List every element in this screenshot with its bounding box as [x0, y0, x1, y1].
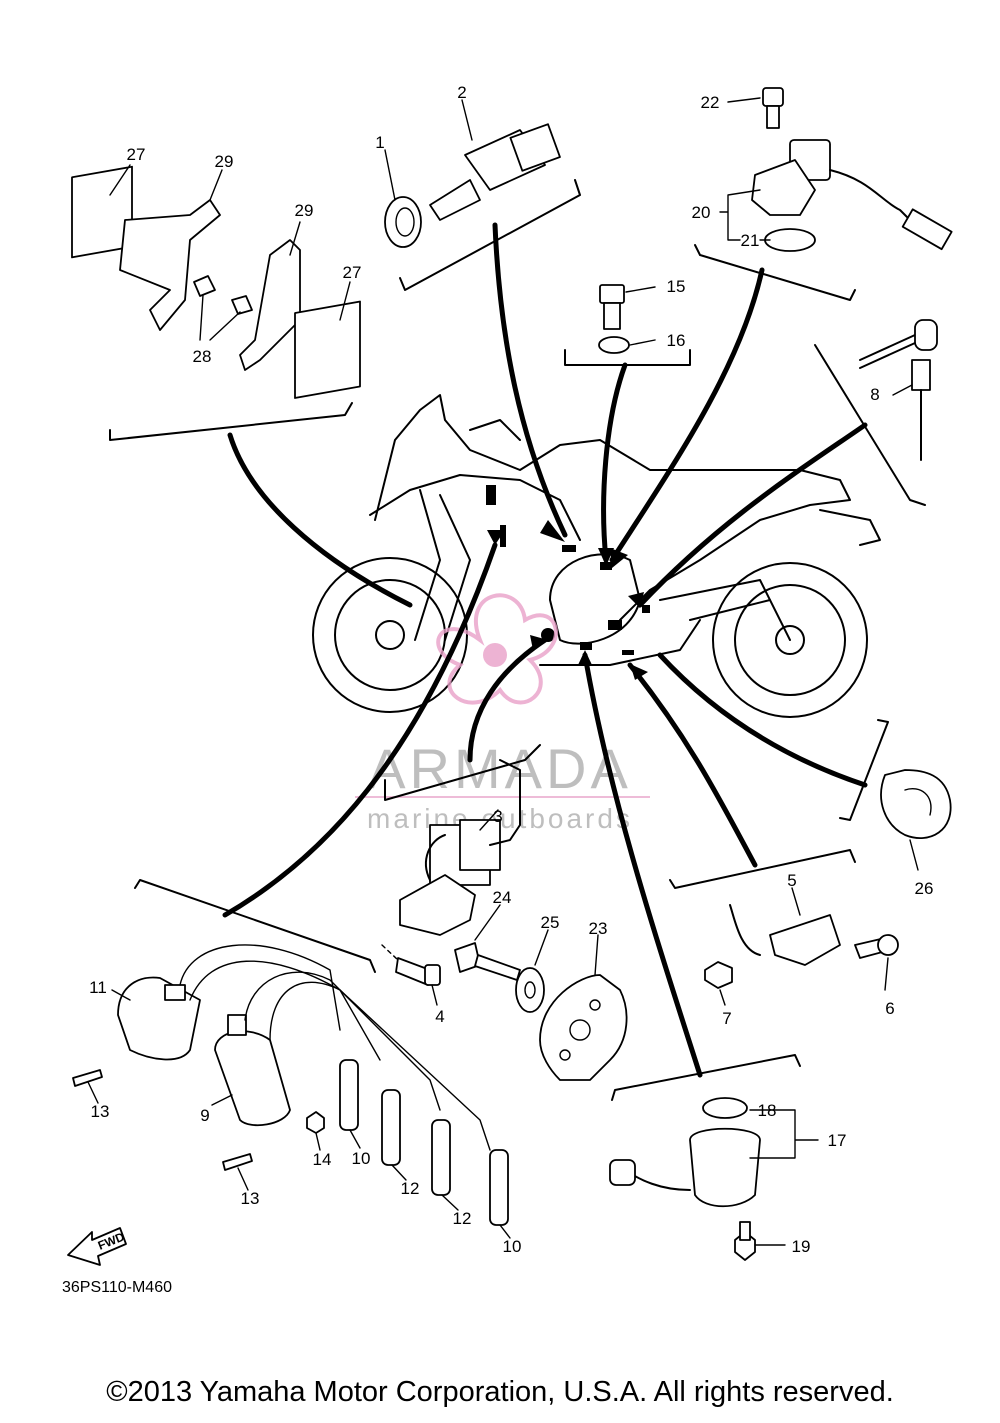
callout-18: 18 [758, 1101, 777, 1120]
callout-13b: 13 [241, 1189, 260, 1208]
group-panels [109, 179, 926, 1101]
callout-17: 17 [828, 1131, 847, 1150]
callout-2: 2 [457, 83, 466, 102]
watermark-logo: ARMADA marine outboards [355, 593, 650, 834]
callout-4: 4 [435, 1007, 444, 1026]
callout-10a: 10 [352, 1149, 371, 1168]
callout-25: 25 [541, 913, 560, 932]
callout-20: 20 [692, 203, 711, 222]
callout-29b: 29 [295, 201, 314, 220]
callout-12b: 12 [453, 1209, 472, 1228]
callout-28: 28 [193, 347, 212, 366]
callout-1: 1 [375, 133, 384, 152]
callout-3: 3 [493, 807, 502, 826]
callout-11: 11 [89, 978, 107, 997]
callout-12a: 12 [401, 1179, 420, 1198]
callout-9: 9 [200, 1106, 209, 1125]
motorcycle-outline [312, 394, 881, 718]
parts [67, 87, 953, 1266]
callout-10b: 10 [503, 1237, 522, 1256]
callout-21: 21 [741, 231, 760, 250]
callout-26: 26 [915, 879, 934, 898]
callout-19: 19 [792, 1237, 811, 1256]
callout-14: 14 [313, 1150, 332, 1169]
callout-24: 24 [493, 888, 512, 907]
callout-leaders [87, 97, 919, 1246]
callout-5: 5 [787, 871, 796, 890]
callout-27a: 27 [127, 145, 146, 164]
callout-8: 8 [870, 385, 879, 404]
callout-23: 23 [589, 919, 608, 938]
callout-16: 16 [667, 331, 686, 350]
callout-22: 22 [701, 93, 720, 112]
copyright-notice: ©2013 Yamaha Motor Corporation, U.S.A. A… [106, 1376, 894, 1408]
callout-27b: 27 [343, 263, 362, 282]
callout-7: 7 [722, 1009, 731, 1028]
diagram-code: 36PS110-M460 [62, 1279, 172, 1296]
callout-29a: 29 [215, 152, 234, 171]
callout-6: 6 [885, 999, 894, 1018]
watermark-brand: ARMADA [368, 737, 632, 800]
leader-lines [222, 222, 868, 1078]
callout-15: 15 [667, 277, 686, 296]
callout-13a: 13 [91, 1102, 110, 1121]
callout-labels: 1 2 3 4 5 6 7 8 9 10 10 11 12 12 13 13 1… [89, 83, 933, 1256]
